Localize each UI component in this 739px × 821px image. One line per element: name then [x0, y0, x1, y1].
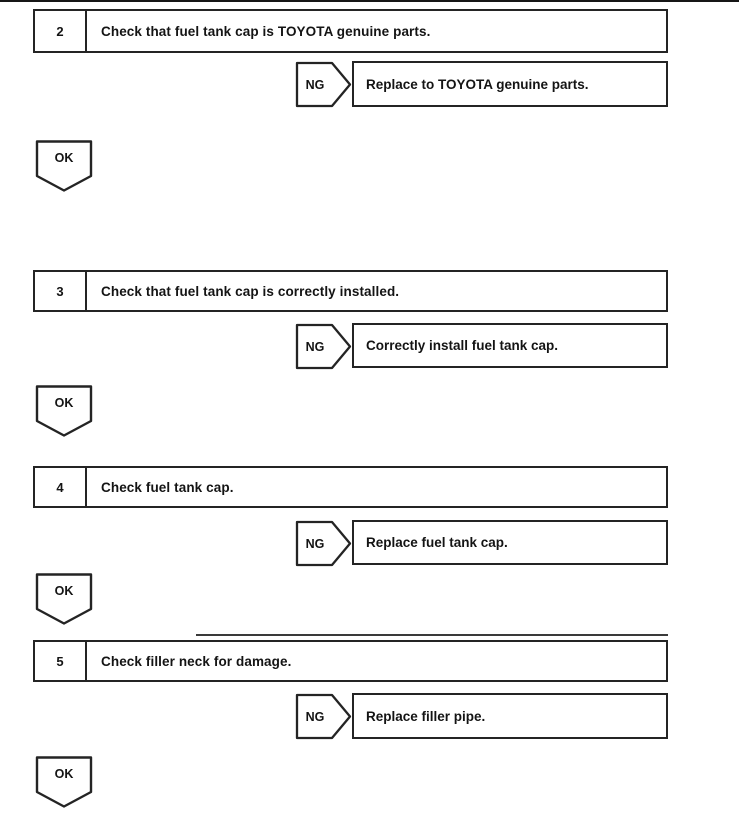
- step-instruction: Check fuel tank cap.: [101, 479, 234, 495]
- ok-pentagon-shape: [35, 573, 93, 625]
- step-box-4: 4 Check fuel tank cap.: [33, 466, 668, 508]
- ng-pentagon-shape: [295, 61, 352, 108]
- ng-label: NG: [305, 77, 325, 92]
- step-instruction: Check that fuel tank cap is TOYOTA genui…: [101, 23, 431, 39]
- ng-action-text: Replace fuel tank cap.: [366, 535, 508, 550]
- step-number: 4: [35, 468, 87, 506]
- ng-action-text: Replace to TOYOTA genuine parts.: [366, 76, 589, 92]
- ng-pentagon-shape: [295, 323, 352, 370]
- ng-action-text: Replace filler pipe.: [366, 708, 486, 724]
- ok-pentagon-shape: [35, 140, 93, 192]
- ng-action-text: Correctly install fuel tank cap.: [366, 338, 559, 353]
- ng-action-box: Replace filler pipe.: [352, 693, 668, 739]
- step-number: 5: [35, 642, 87, 680]
- ok-connector: OK: [33, 139, 95, 193]
- step-box-3: 3 Check that fuel tank cap is correctly …: [33, 270, 668, 312]
- ok-label: OK: [54, 584, 74, 598]
- ok-pentagon-shape: [35, 385, 93, 437]
- ng-pentagon-shape: [295, 520, 352, 567]
- ng-action-box: Correctly install fuel tank cap.: [352, 323, 668, 368]
- ok-label: OK: [54, 151, 74, 165]
- ng-label: NG: [305, 709, 325, 724]
- ng-connector: NG: [295, 323, 352, 370]
- scan-edge-line: [0, 0, 739, 2]
- step-number: 3: [35, 272, 87, 310]
- ok-pentagon-shape: [35, 756, 93, 808]
- ng-action-box: Replace to TOYOTA genuine parts.: [352, 61, 668, 107]
- ok-label: OK: [54, 396, 74, 410]
- ng-pentagon-shape: [295, 693, 352, 740]
- ng-label: NG: [305, 339, 325, 354]
- ng-action-box: Replace fuel tank cap.: [352, 520, 668, 565]
- step-box-5: 5 Check filler neck for damage.: [33, 640, 668, 682]
- ng-connector: NG: [295, 693, 352, 740]
- scan-artifact-line: [196, 634, 668, 636]
- step-number: 2: [35, 11, 87, 51]
- ok-connector: OK: [33, 384, 95, 438]
- step-instruction: Check that fuel tank cap is correctly in…: [101, 283, 400, 299]
- ok-connector: OK: [33, 572, 95, 626]
- ng-connector: NG: [295, 520, 352, 567]
- step-instruction: Check filler neck for damage.: [101, 653, 292, 669]
- ok-label: OK: [54, 767, 74, 781]
- step-box-2: 2 Check that fuel tank cap is TOYOTA gen…: [33, 9, 668, 53]
- ng-label: NG: [305, 536, 325, 551]
- ok-connector: OK: [33, 755, 95, 809]
- ng-connector: NG: [295, 61, 352, 108]
